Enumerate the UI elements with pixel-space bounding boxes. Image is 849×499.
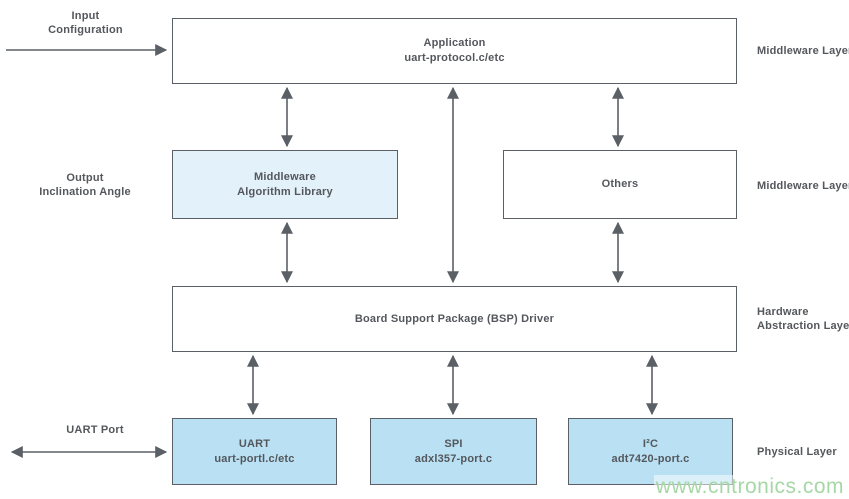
- bsp-driver-title: Board Support Package (BSP) Driver: [354, 312, 555, 325]
- application-filename: uart-protocol.c/etc: [404, 52, 505, 64]
- others-title: Others: [601, 178, 639, 190]
- uart-title: UART: [238, 437, 271, 450]
- output-line2: Inclination Angle: [39, 186, 131, 198]
- spi-box: SPI adxl357-port.c: [370, 418, 537, 485]
- output-inclination-angle-label: Output Inclination Angle: [18, 171, 152, 199]
- middleware-algorithm-library-box: Middleware Algorithm Library: [172, 150, 398, 219]
- algorithm-library-line2: Algorithm Library: [237, 185, 333, 198]
- i2c-box: I²C adt7420-port.c: [568, 418, 733, 485]
- application-box: Application uart-protocol.c/etc: [172, 18, 737, 84]
- input-configuration-label: Input Configuration: [28, 9, 143, 37]
- output-line1: Output: [66, 172, 104, 184]
- uart-box: UART uart-portl.c/etc: [172, 418, 337, 485]
- i2c-title: I²C: [642, 437, 659, 450]
- input-configuration-line1: Input: [71, 10, 100, 22]
- uart-filename: uart-portl.c/etc: [214, 452, 295, 465]
- layer-label-hardware-abstraction: Hardware Abstraction Layer: [757, 305, 849, 333]
- i2c-filename: adt7420-port.c: [611, 452, 690, 465]
- layer-label-physical: Physical Layer: [757, 446, 837, 458]
- spi-filename: adxl357-port.c: [414, 452, 493, 465]
- hal-label-line1: Hardware: [757, 306, 809, 318]
- application-title: Application: [423, 37, 486, 49]
- input-configuration-line2: Configuration: [48, 24, 123, 36]
- others-box: Others: [503, 150, 737, 219]
- watermark: www.cntronics.com: [653, 475, 846, 499]
- hal-label-line2: Abstraction Layer: [757, 320, 849, 332]
- bsp-driver-box: Board Support Package (BSP) Driver: [172, 286, 737, 352]
- spi-title: SPI: [444, 437, 463, 450]
- algorithm-library-line1: Middleware: [254, 170, 316, 183]
- layer-label-middleware-1: Middleware Layer: [757, 45, 849, 57]
- uart-port-label: UART Port: [66, 424, 124, 436]
- layer-label-middleware-2: Middleware Layer: [757, 180, 849, 192]
